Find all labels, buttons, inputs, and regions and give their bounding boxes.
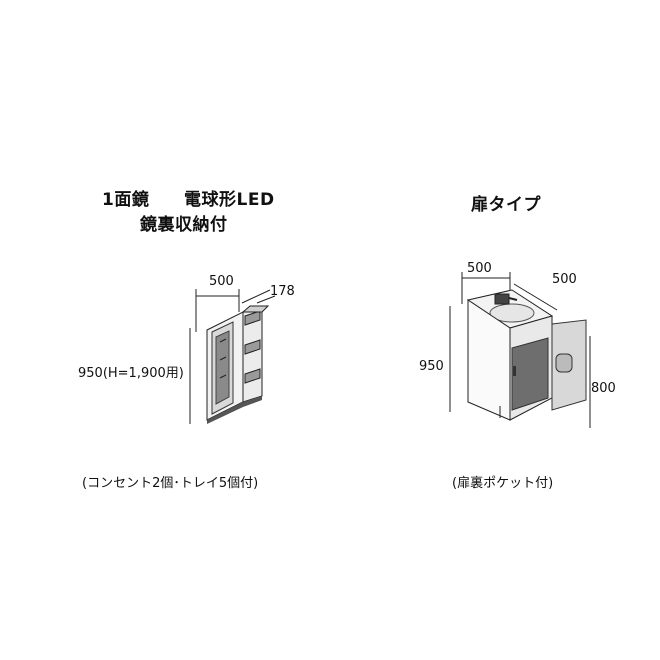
mirror-base-shadow (207, 396, 262, 424)
mirror-door-detail-1 (219, 338, 227, 343)
mirror-tray-2 (244, 339, 261, 355)
vanity-height-label: 950 (419, 359, 444, 374)
mirror-title-line2: 鏡裏収納付 (140, 215, 228, 235)
mirror-width-label: 500 (209, 274, 234, 289)
mirror-top-cap (241, 305, 270, 313)
vanity-faucet (494, 293, 510, 305)
mirror-door-inner (215, 330, 230, 405)
vanity-door-pocket (555, 353, 573, 373)
vanity-faucet-spout (508, 297, 518, 301)
mirror-door-detail-3 (219, 374, 227, 379)
mirror-depth-label: 178 (270, 284, 295, 299)
mirror-caption: (コンセント2個･トレイ5個付) (82, 476, 259, 491)
mirror-door-detail-2 (219, 356, 227, 361)
vanity-handle (513, 366, 516, 376)
mirror-title-line1-b: 電球形LED (184, 190, 275, 210)
vanity-depth-dim-line (513, 283, 558, 311)
vanity-width-label: 500 (467, 261, 492, 276)
vanity-door-height-label: 800 (591, 381, 616, 396)
vanity-title: 扉タイプ (471, 195, 541, 215)
mirror-depth-dim-line (241, 289, 271, 304)
vanity-caption: (扉裏ポケット付) (452, 476, 554, 491)
mirror-height-label: 950(H=1,900用) (78, 366, 184, 381)
vanity-interior (511, 337, 549, 411)
mirror-depth-ext (256, 295, 276, 304)
mirror-tray-1 (244, 310, 261, 326)
vanity-basin (489, 303, 535, 323)
mirror-title-line1-a: 1面鏡 (102, 190, 150, 210)
mirror-tray-3 (244, 368, 261, 384)
vanity-depth-label: 500 (552, 272, 577, 287)
